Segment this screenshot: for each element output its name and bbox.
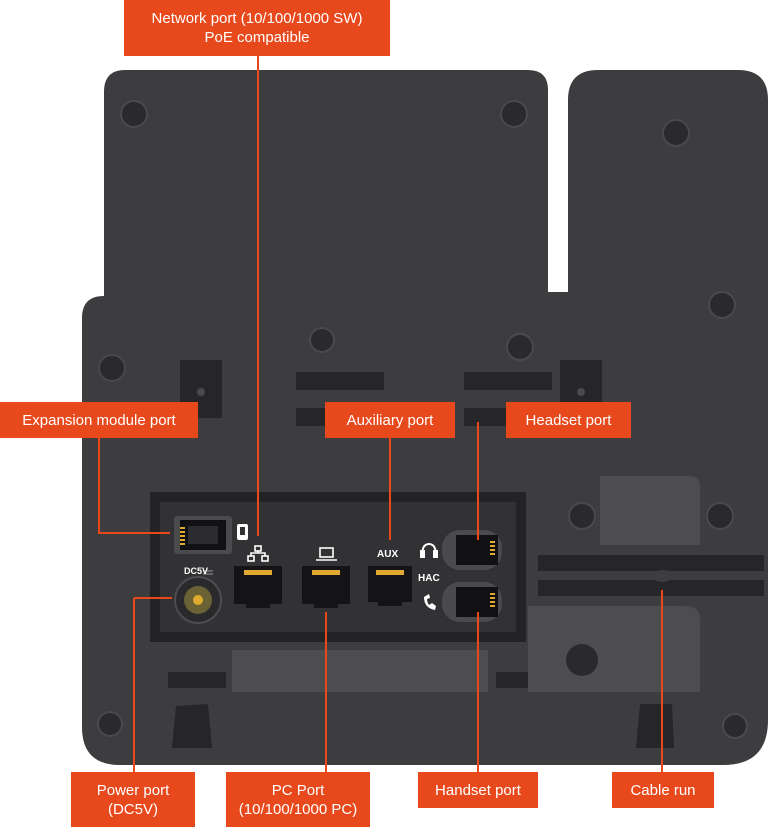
expansion-port-callout: Expansion module port (0, 402, 198, 438)
cable-run-callout-line1: Cable run (630, 781, 696, 799)
leader-lines (98, 56, 663, 772)
handset-icon (424, 594, 436, 610)
headset-icon (420, 542, 438, 558)
hac-label: HAC (418, 573, 440, 584)
network-port-callout-line1: Network port (10/100/1000 SW) (151, 10, 363, 27)
cable-run-area (232, 476, 764, 692)
power-port-callout-line1: Power port (96, 781, 170, 799)
pc-port-callout-line2: (10/100/1000 PC) (238, 800, 358, 818)
network-port-jack (234, 566, 282, 608)
pc-port-jack (302, 566, 350, 608)
headset-port-jack (442, 530, 502, 570)
aux-label: AUX (377, 549, 398, 560)
cable-run-callout: Cable run (612, 772, 714, 808)
handset-port-callout-line1: Handset port (435, 781, 521, 799)
power-port-callout: Power port (DC5V) (71, 772, 195, 827)
headset-port-callout-line1: Headset port (525, 411, 612, 429)
expansion-port-callout-line1: Expansion module port (22, 411, 176, 429)
pc-port-callout: PC Port (10/100/1000 PC) (226, 772, 370, 827)
handset-port-jack (442, 582, 502, 622)
expansion-module-icon (237, 524, 248, 540)
power-port-jack (174, 570, 222, 624)
power-port-callout-line2: (DC5V) (107, 800, 158, 818)
feet (172, 704, 674, 748)
headset-port-callout: Headset port (506, 402, 631, 438)
screw-holes (97, 100, 748, 739)
dc-label: DC5V (184, 566, 208, 576)
pc-icon (316, 547, 337, 561)
network-port-callout-line2: PoE compatible (204, 29, 310, 46)
auxiliary-port-callout: Auxiliary port (325, 402, 455, 438)
handset-port-callout: Handset port (418, 772, 538, 808)
auxiliary-port-callout-line1: Auxiliary port (346, 411, 434, 429)
network-port-callout: Network port (10/100/1000 SW) PoE compat… (124, 0, 390, 56)
expansion-module-port (174, 516, 232, 554)
pc-port-callout-line1: PC Port (271, 781, 325, 799)
aux-port-jack (368, 566, 412, 606)
network-icon (247, 545, 269, 562)
